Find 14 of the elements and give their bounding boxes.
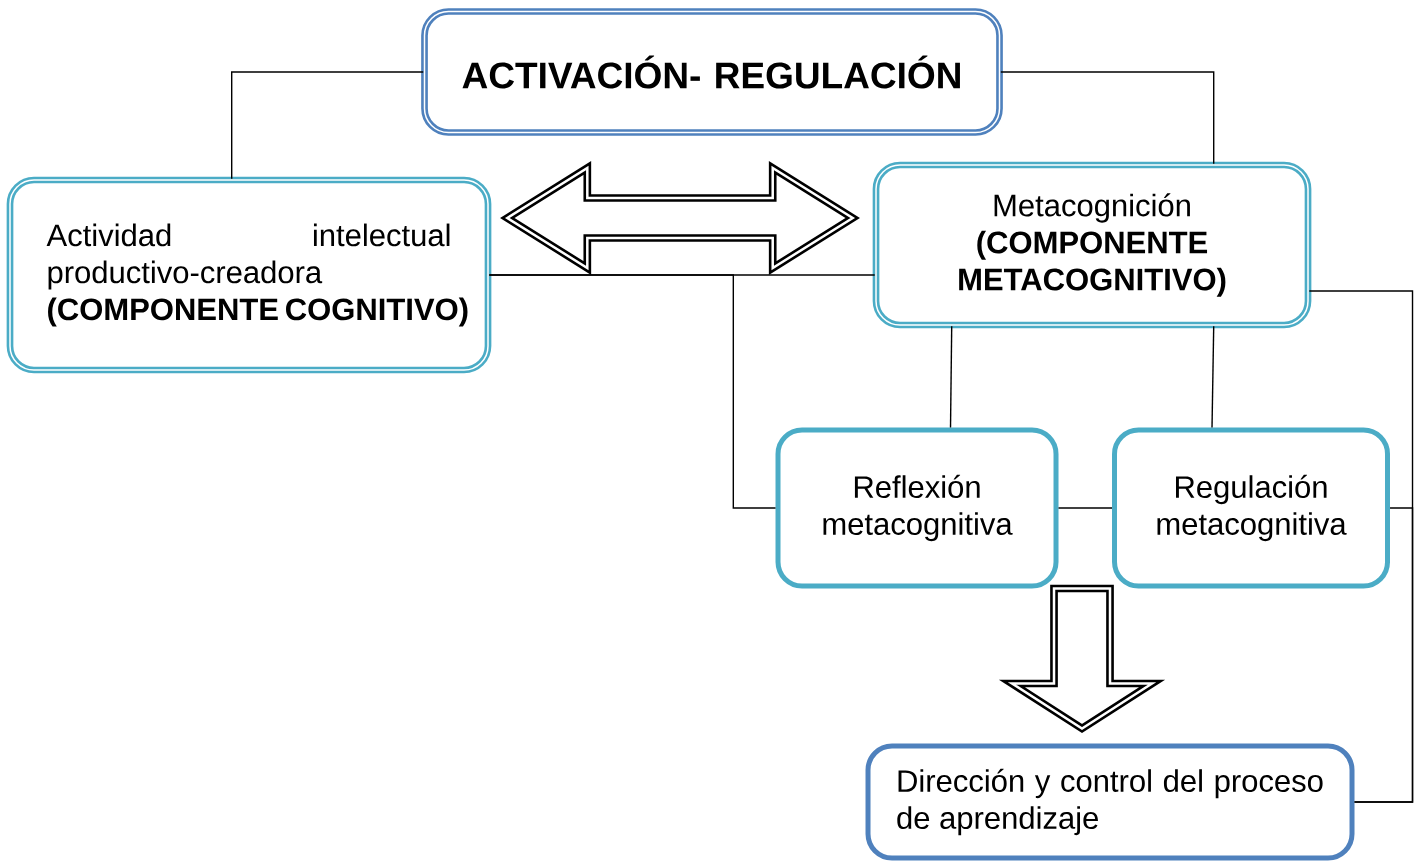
connector-line — [231, 71, 424, 180]
concept-box: Reflexión metacognitiva — [775, 427, 1059, 589]
connector-line — [1211, 325, 1215, 429]
connector-line — [1057, 507, 1113, 509]
connector-line — [949, 325, 953, 429]
connector-line — [488, 274, 777, 509]
block-arrow — [998, 584, 1166, 734]
concept-box: Dirección y control del proceso de aprendizaje — [865, 743, 1355, 861]
concept-box: Actividad intelectual productivo-creadora (COMPONENTE COGNITIVO) — [6, 176, 492, 374]
connector-line — [1000, 71, 1215, 165]
concept-box: Regulación metacognitiva — [1112, 427, 1390, 589]
connector-line — [1353, 507, 1414, 803]
concept-box: ACTIVACIÓN- REGULACIÓN — [421, 8, 1003, 136]
concept-box: Metacognición (COMPONENTE METACOGNITIVO) — [872, 161, 1312, 329]
